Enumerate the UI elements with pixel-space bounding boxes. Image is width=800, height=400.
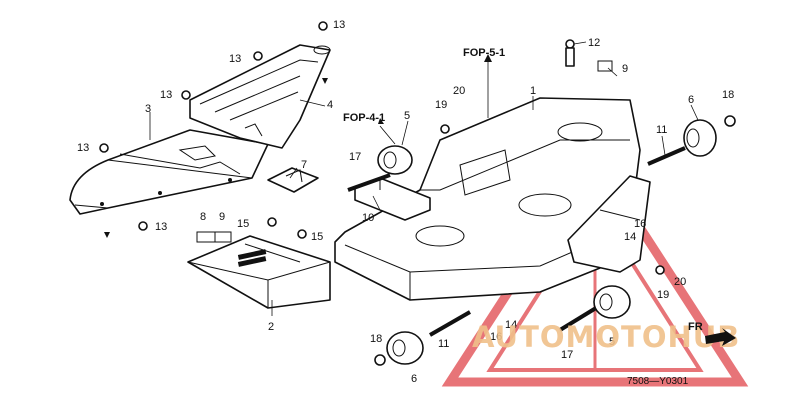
callout-10: 10 <box>362 212 374 224</box>
ref-fop-5-1: FOP-5-1 <box>463 47 505 59</box>
callout-4: 4 <box>327 99 333 111</box>
callout-14b: 14 <box>505 319 517 331</box>
callout-19a: 19 <box>435 99 447 111</box>
callout-15b: 15 <box>311 231 323 243</box>
callout-15a: 15 <box>237 218 249 230</box>
callout-5b: 5 <box>609 336 615 348</box>
watermark-text: AUTOMOTOHUB <box>472 320 740 354</box>
part-7-bracket <box>267 167 319 193</box>
leader-lines <box>149 41 699 316</box>
ref-fop-4-1: FOP-4-1 <box>343 112 385 124</box>
part-code: 7508—Y0301 <box>627 376 689 387</box>
part-9-label-plate <box>214 231 232 243</box>
callout-2: 2 <box>268 321 274 333</box>
wheel-lower-left <box>386 331 424 365</box>
wheel-lower-right <box>593 285 631 319</box>
callout-8: 8 <box>200 211 206 223</box>
right-arm-bracket <box>567 175 651 273</box>
callout-18b: 18 <box>370 333 382 345</box>
callout-3: 3 <box>145 103 151 115</box>
fop-markers <box>104 54 492 238</box>
part-4-rear-cover <box>189 44 331 149</box>
part-8-label-plate <box>196 231 216 243</box>
callout-11b: 11 <box>438 338 449 350</box>
callout-13a: 13 <box>333 19 345 31</box>
callout-9b: 9 <box>622 63 628 75</box>
callout-16a: 16 <box>634 218 646 230</box>
watermark-logo: AUTOMOTOHUB FR <box>472 320 740 354</box>
fasteners <box>99 21 736 366</box>
callout-6a: 6 <box>688 94 694 106</box>
direction-label: FR <box>688 321 703 333</box>
callout-20a: 20 <box>453 85 465 97</box>
wheel-upper-right <box>683 119 717 157</box>
callout-17b: 17 <box>561 349 573 361</box>
wheel-upper-left <box>377 145 413 175</box>
callout-13e: 13 <box>155 221 167 233</box>
part-3-front-cover <box>69 129 269 215</box>
callout-1: 1 <box>530 85 536 97</box>
callout-13b: 13 <box>229 53 241 65</box>
callout-7: 7 <box>301 159 307 171</box>
callout-18a: 18 <box>722 89 734 101</box>
callout-11a: 11 <box>656 124 667 136</box>
callout-13c: 13 <box>160 89 172 101</box>
callout-13d: 13 <box>77 142 89 154</box>
callout-12: 12 <box>588 37 600 49</box>
callout-17a: 17 <box>349 151 361 163</box>
callout-5a: 5 <box>404 110 410 122</box>
callout-20b: 20 <box>674 276 686 288</box>
callout-16b: 16 <box>490 331 502 343</box>
callout-6b: 6 <box>411 373 417 385</box>
callout-19b: 19 <box>657 289 669 301</box>
callout-14a: 14 <box>624 231 636 243</box>
callout-9a: 9 <box>219 211 225 223</box>
part-2-chute <box>187 235 331 309</box>
forward-arrow-icon <box>705 328 736 346</box>
